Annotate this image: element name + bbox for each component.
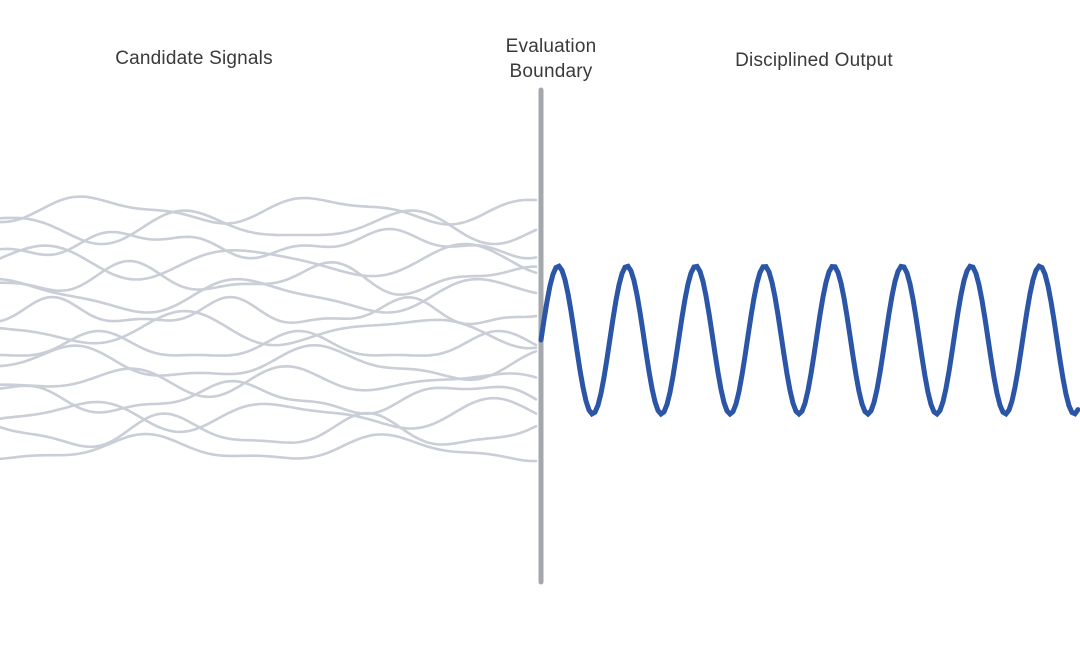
- label-disciplined-output: Disciplined Output: [735, 50, 893, 71]
- candidate-wave-line: [0, 295, 538, 326]
- candidate-wave-line: [0, 432, 538, 463]
- candidate-wave-line: [0, 411, 538, 449]
- candidate-wave-line: [0, 209, 538, 246]
- candidate-wave-line: [0, 277, 538, 314]
- candidate-wave-line: [0, 379, 538, 415]
- label-candidate-signals: Candidate Signals: [115, 48, 273, 69]
- candidate-wave-line: [0, 242, 538, 281]
- candidate-wave-line: [0, 364, 538, 399]
- label-evaluation-boundary: Evaluation Boundary: [505, 36, 597, 82]
- candidate-wave-line: [0, 329, 538, 357]
- candidate-wave-line: [0, 259, 538, 296]
- candidate-wave-line: [0, 195, 538, 226]
- candidate-wave-line: [0, 309, 538, 350]
- disciplined-output-wave: [538, 263, 1080, 418]
- candidate-wave-line: [0, 344, 538, 381]
- candidate-wave-line: [0, 396, 538, 434]
